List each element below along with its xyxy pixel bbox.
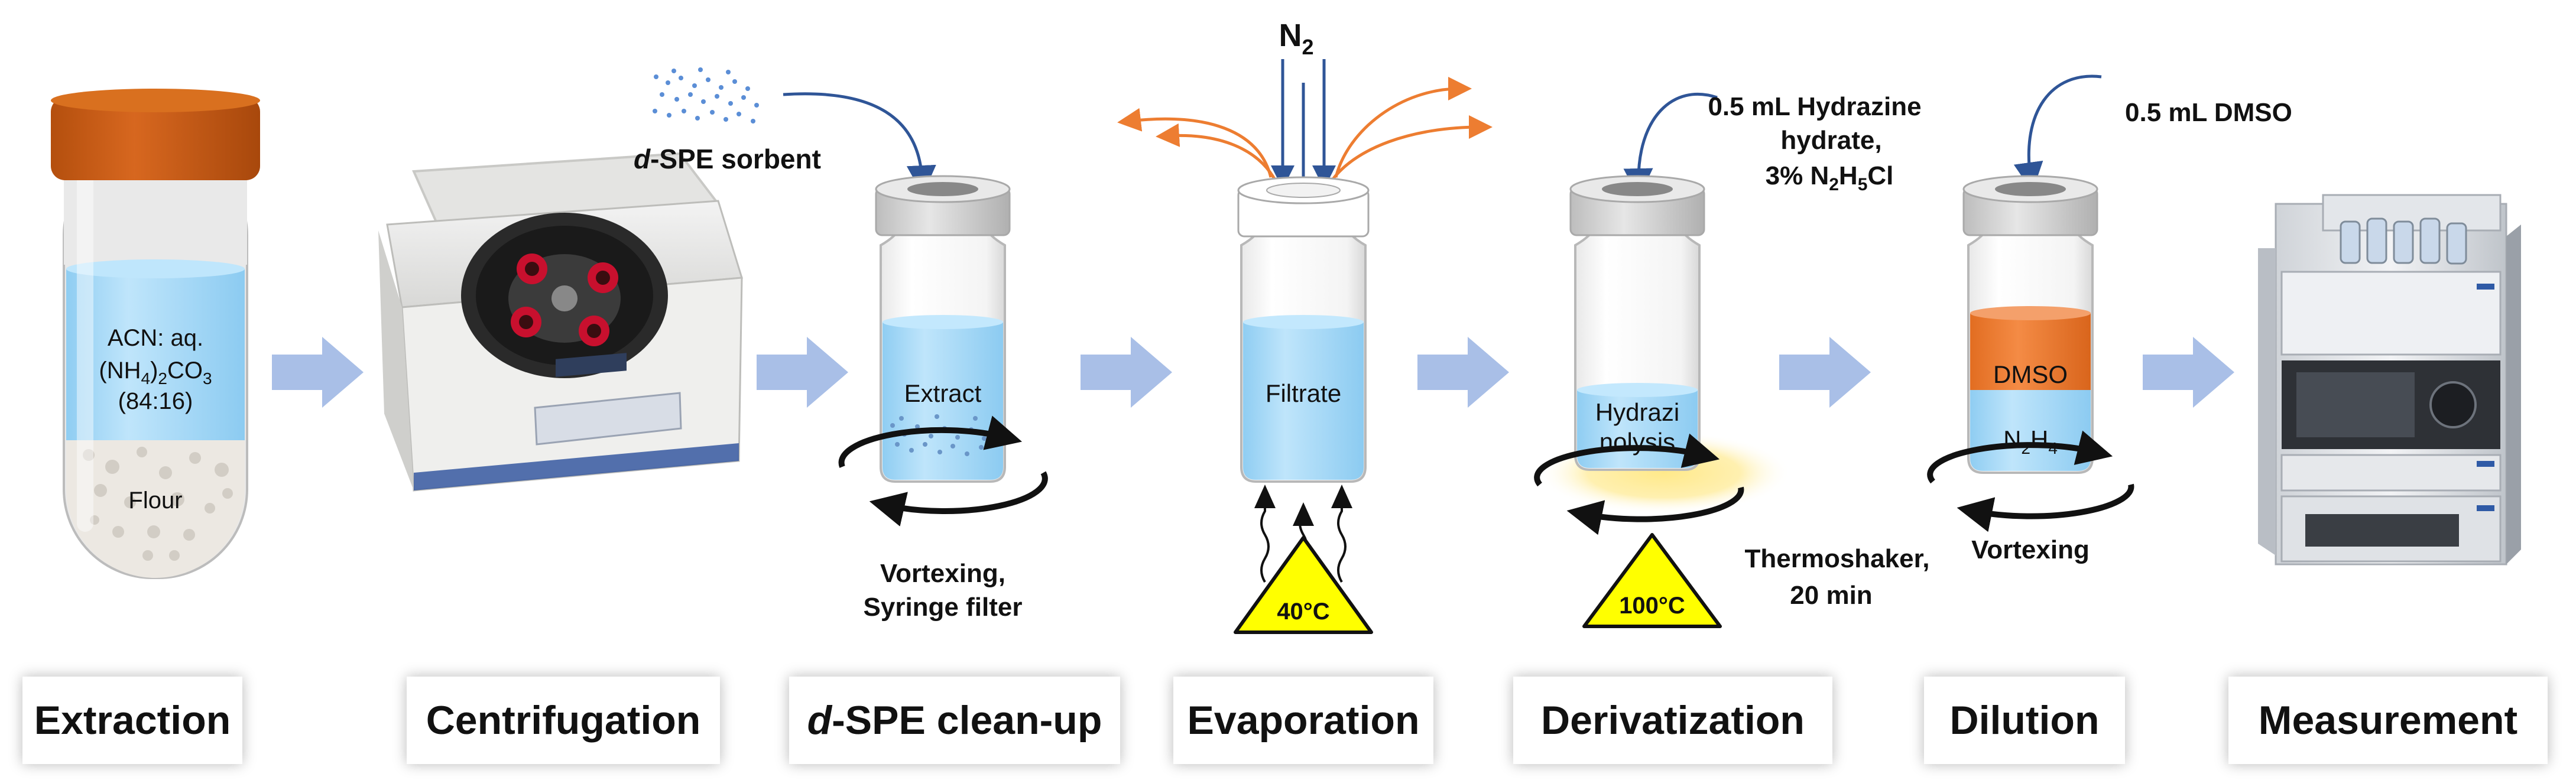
flow-arrow-1 [272,337,364,408]
stage-label-evaporation: Evaporation [1173,677,1433,764]
stage-label-italic: d [807,698,832,743]
stage-label-dspe-cleanup: d-SPE clean-up [789,677,1120,764]
flow-arrow-4 [1417,337,1509,408]
flour-particles [83,447,233,561]
stage-label-dilution: Dilution [1924,677,2125,764]
dspe-note-1: Vortexing, [880,559,1005,588]
stage-label-text: Dilution [1949,698,2100,743]
hplc-instrument-image [2258,194,2521,566]
vortex-arrows-dilution [1927,430,2134,532]
centrifuge-image [372,152,751,503]
temperature-40: 40°C [1277,599,1329,625]
dspe-sorbent-label: d-SPE sorbent [634,144,821,174]
temperature-100: 100°C [1619,593,1685,619]
vortex-arrows-dspe [838,415,1048,526]
dspe-note-2: Syringe filter [864,593,1023,622]
sorbent-dots [653,67,759,124]
flow-arrows [272,337,2234,408]
stage-label-text: Measurement [2258,698,2518,743]
dmso-reagent-label: 0.5 mL DMSO [2125,98,2292,127]
extraction-tube [51,89,260,579]
hydrazine-label-3: 3% N2H5Cl [1766,161,1894,194]
extraction-solvent-label-3: (84:16) [118,388,193,414]
flow-arrow-5 [1779,337,1871,408]
stage-label-derivatization: Derivatization [1513,677,1832,764]
evaporation-vial [1237,176,1370,483]
vortex-arrows-derivatization [1534,433,1744,535]
vapor-arrows [1117,77,1493,184]
stage-label-text: Derivatization [1541,698,1805,743]
extraction-solvent-label-1: ACN: aq. [108,325,203,351]
dspe-vial [875,175,1011,483]
rotor-buckets [511,254,618,346]
stage-label-text: Evaporation [1187,698,1420,743]
sorbent-callout-arrow [783,92,936,195]
stage-label-measurement: Measurement [2228,677,2548,764]
stage-label-text: Extraction [34,698,231,743]
n2-flow-arrows [1271,59,1336,207]
stage-label-extraction: Extraction [22,677,242,764]
extract-label: Extract [904,379,982,407]
thermoshaker-note-2: 20 min [1790,581,1872,610]
dmso-callout-arrow [2013,74,2102,192]
flow-arrow-6 [2143,337,2234,408]
hydrazine-label-1: 0.5 mL Hydrazine [1708,92,1921,121]
heat-arrowheads [1254,485,1352,526]
dmso-layer-label: DMSO [1993,360,2068,388]
heat-warning-icon-40 [1234,536,1373,634]
extraction-solvent-label-2: (NH4)2CO3 [99,358,212,388]
hydrazinolysis-label-1: Hydrazi [1595,398,1679,426]
flow-arrow-2 [757,337,848,408]
thermoshaker-note-1: Thermoshaker, [1744,544,1929,573]
stage-label-centrifugation: Centrifugation [407,677,720,764]
stage-label-text: Centrifugation [426,698,701,743]
dilution-vial [1962,175,2098,474]
hydrazine-label-2: hydrate, [1780,126,1881,155]
hydrazine-callout-arrow [1623,93,1718,198]
dilution-note: Vortexing [1971,535,2090,564]
flow-arrow-3 [1081,337,1172,408]
filtrate-label: Filtrate [1266,379,1341,407]
stage-label-text: -SPE clean-up [832,698,1102,743]
flour-label: Flour [128,488,182,514]
heat-warning-icon-100 [1582,533,1722,628]
n2-label: N2 [1279,18,1313,59]
